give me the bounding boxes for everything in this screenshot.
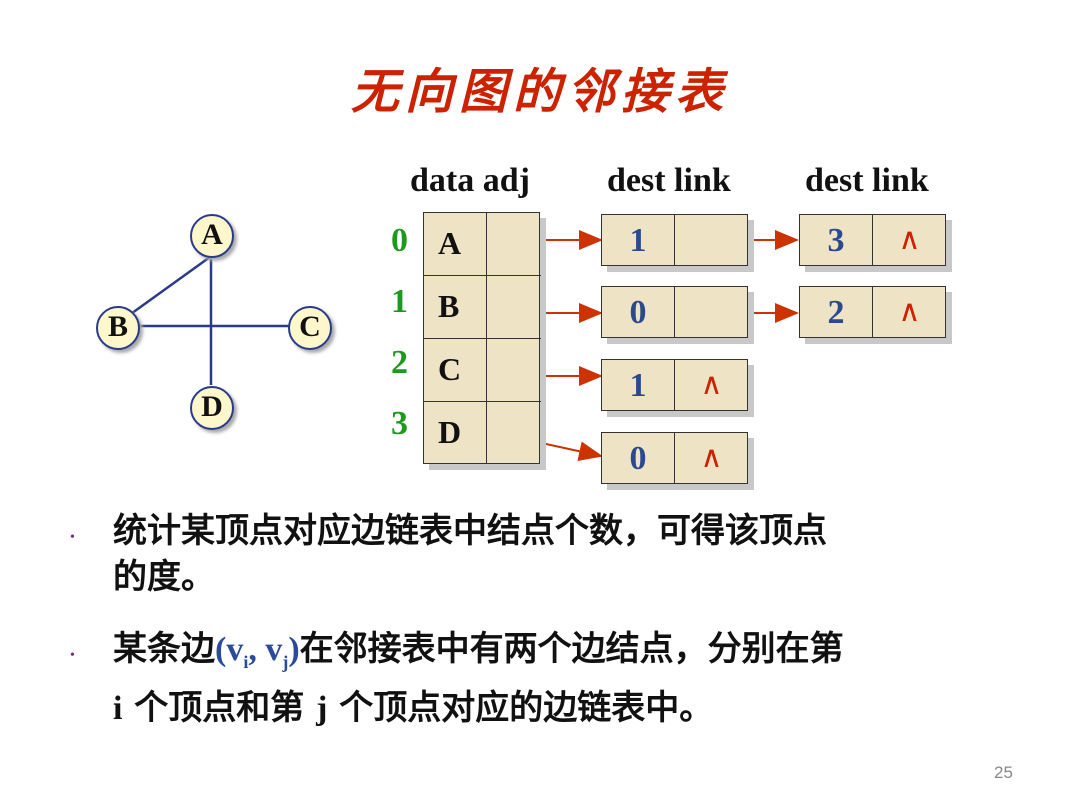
index-3: 3	[391, 405, 408, 442]
bullet-2-post: 在邻接表中有两个边结点，分别在第	[299, 629, 844, 669]
edge-node-c-1: 1 ∧	[601, 359, 748, 411]
graph-node-d: D	[190, 386, 234, 430]
null-link-icon: ∧	[898, 222, 921, 257]
edge-node-a-2: 3 ∧	[799, 214, 946, 266]
bullet-2-line-2: i 个顶点和第 j 个顶点对应的边链表中。	[113, 687, 714, 728]
edge-dest: 0	[602, 287, 675, 337]
bullet-2-pre: 某条边	[113, 629, 215, 669]
bullet-marker: •	[70, 648, 75, 663]
edge-node-b-1: 0	[601, 286, 748, 338]
header-dest-link-2: dest link	[805, 162, 929, 199]
edge-dest: 0	[602, 433, 675, 483]
vertex-table: A B C D	[423, 212, 541, 465]
null-link-icon: ∧	[898, 294, 921, 329]
bullet-marker: •	[70, 530, 75, 545]
vertex-data: D	[424, 402, 487, 464]
index-1: 1	[391, 283, 408, 320]
edge-dest: 1	[602, 215, 675, 265]
edge-dest: 1	[602, 360, 675, 410]
vertex-data: B	[424, 276, 487, 338]
edge-notation: (vi, vj)	[215, 631, 300, 672]
index-2: 2	[391, 344, 408, 381]
bullet-1-line-2: 的度。	[113, 557, 215, 597]
edge-link	[675, 215, 748, 265]
bullet-1: 统计某顶点对应边链表中结点个数，可得该顶点 的度。	[113, 508, 1033, 600]
vertex-row: B	[424, 276, 541, 339]
null-link-icon: ∧	[700, 367, 723, 402]
graph-node-a: A	[190, 214, 234, 258]
bullet-2-line-1: 某条边(vi, vj)在邻接表中有两个边结点，分别在第	[113, 626, 1053, 685]
edge-link	[675, 287, 748, 337]
edge-node-b-2: 2 ∧	[799, 286, 946, 338]
graph-node-c: C	[288, 306, 332, 350]
vertex-row: D	[424, 402, 541, 465]
edge-dest: 3	[800, 215, 873, 265]
vertex-data: C	[424, 339, 487, 401]
slide-title: 无向图的邻接表	[350, 64, 729, 120]
index-0: 0	[391, 222, 408, 259]
graph-node-b: B	[96, 306, 140, 350]
bullet-2: 某条边(vi, vj)在邻接表中有两个边结点，分别在第 i 个顶点和第 j 个顶…	[113, 626, 1053, 732]
vertex-row: A	[424, 213, 541, 276]
edge-dest: 2	[800, 287, 873, 337]
header-data-adj: data adj	[410, 162, 530, 199]
header-dest-link-1: dest link	[607, 162, 731, 199]
vertex-row: C	[424, 339, 541, 402]
null-link-icon: ∧	[700, 440, 723, 475]
vertex-data: A	[424, 213, 487, 275]
edge-a-b	[127, 255, 211, 318]
bullet-1-line-1: 统计某顶点对应边链表中结点个数，可得该顶点	[113, 511, 827, 551]
edge-node-d-1: 0 ∧	[601, 432, 748, 484]
edge-node-a-1: 1	[601, 214, 748, 266]
page-number: 25	[994, 763, 1013, 782]
